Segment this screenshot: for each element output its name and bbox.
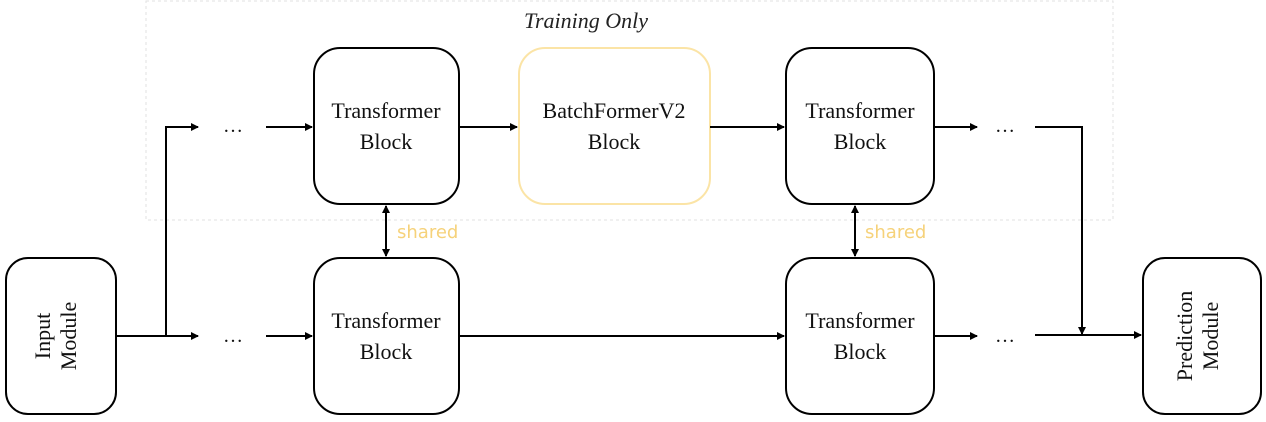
block-label: Block bbox=[834, 339, 887, 364]
shared-label-left: shared bbox=[397, 222, 458, 243]
prediction-module: Prediction Module bbox=[1142, 257, 1262, 415]
top-transformer-block-2: Transformer Block bbox=[785, 47, 935, 205]
bottom-transformer-block-2: Transformer Block bbox=[785, 257, 935, 415]
ellipsis-top-right: … bbox=[995, 115, 1015, 137]
batchformer-v2-block: BatchFormerV2 Block bbox=[518, 47, 711, 205]
block-label: Block bbox=[588, 129, 641, 154]
input-module-label-1: Input bbox=[30, 313, 55, 359]
training-only-region bbox=[145, 0, 1114, 221]
block-label: Block bbox=[360, 129, 413, 154]
ellipsis-top-left: … bbox=[223, 115, 243, 137]
top-transformer-block-1: Transformer Block bbox=[313, 47, 460, 205]
prediction-module-label-2: Module bbox=[1198, 302, 1223, 370]
block-label: Block bbox=[834, 129, 887, 154]
connectors bbox=[116, 123, 1142, 340]
ellipsis-bottom-right: … bbox=[995, 325, 1015, 347]
block-label: Transformer bbox=[805, 98, 915, 123]
arrow-top-merge bbox=[1035, 126, 1086, 335]
block-label: Transformer bbox=[331, 98, 441, 123]
prediction-module-label-1: Prediction bbox=[1172, 291, 1197, 381]
input-module-label-2: Module bbox=[56, 302, 81, 370]
shared-label-right: shared bbox=[865, 222, 926, 243]
block-label: Transformer bbox=[331, 308, 441, 333]
training-only-label: Training Only bbox=[524, 8, 648, 33]
input-module: Input Module bbox=[5, 257, 117, 415]
arrow-input-to-top bbox=[165, 123, 199, 336]
ellipsis-bottom-left: … bbox=[223, 325, 243, 347]
bottom-transformer-block-1: Transformer Block bbox=[313, 257, 460, 415]
block-label: BatchFormerV2 bbox=[543, 98, 686, 123]
block-label: Transformer bbox=[805, 308, 915, 333]
block-label: Block bbox=[360, 339, 413, 364]
